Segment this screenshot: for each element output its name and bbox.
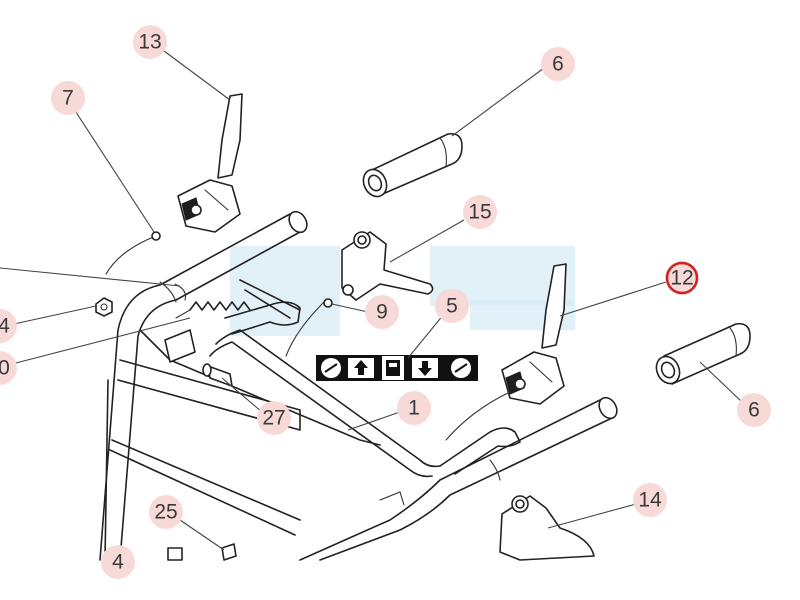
control-decal <box>316 355 478 381</box>
callout-10: 0 <box>0 351 17 385</box>
gauge-icon <box>451 358 471 378</box>
callout-12: 12 <box>665 261 699 295</box>
callout-7: 7 <box>51 81 85 115</box>
hardware <box>95 231 333 561</box>
callout-9: 9 <box>365 295 399 329</box>
arrow-up-icon <box>348 358 374 378</box>
grip-lower <box>655 322 751 385</box>
lever-12 <box>501 263 567 405</box>
svg-text:9: 9 <box>376 301 388 324</box>
callout-6-upper: 6 <box>541 47 575 81</box>
engine-icon <box>382 356 404 380</box>
svg-text:12: 12 <box>670 267 693 290</box>
svg-text:6: 6 <box>748 399 760 422</box>
svg-text:13: 13 <box>138 31 161 54</box>
svg-text:0: 0 <box>0 357 10 380</box>
handle-frame <box>99 210 618 561</box>
callout-15: 15 <box>463 195 497 229</box>
callout-13: 13 <box>133 25 167 59</box>
callout-4-left: 4 <box>0 309 17 343</box>
svg-text:15: 15 <box>468 201 491 224</box>
svg-text:7: 7 <box>62 87 74 110</box>
svg-text:25: 25 <box>154 501 177 524</box>
callout-4-bottom: 4 <box>101 545 135 579</box>
callout-25: 25 <box>149 495 183 529</box>
grip-upper <box>362 132 463 198</box>
lever-13 <box>177 93 243 233</box>
leader-lines <box>0 47 743 551</box>
svg-text:4: 4 <box>0 315 10 338</box>
arrow-down-icon <box>412 358 438 378</box>
spring <box>175 301 251 319</box>
svg-text:6: 6 <box>552 53 564 76</box>
wrench-icon <box>321 358 341 378</box>
svg-text:4: 4 <box>112 551 124 574</box>
callout-5: 5 <box>435 289 469 323</box>
callout-1: 1 <box>397 391 431 425</box>
svg-text:5: 5 <box>446 295 458 318</box>
svg-text:1: 1 <box>408 397 420 420</box>
callouts: 13 7 6 15 12 4 9 5 <box>0 25 771 579</box>
callout-14: 14 <box>633 483 667 517</box>
svg-text:14: 14 <box>638 489 662 512</box>
cables <box>105 235 511 441</box>
lever-14 <box>499 495 595 561</box>
watermark-logo <box>230 246 575 336</box>
lever-15 <box>341 231 434 301</box>
svg-text:27: 27 <box>262 407 285 430</box>
callout-6-lower: 6 <box>737 393 771 427</box>
callout-27: 27 <box>257 401 291 435</box>
